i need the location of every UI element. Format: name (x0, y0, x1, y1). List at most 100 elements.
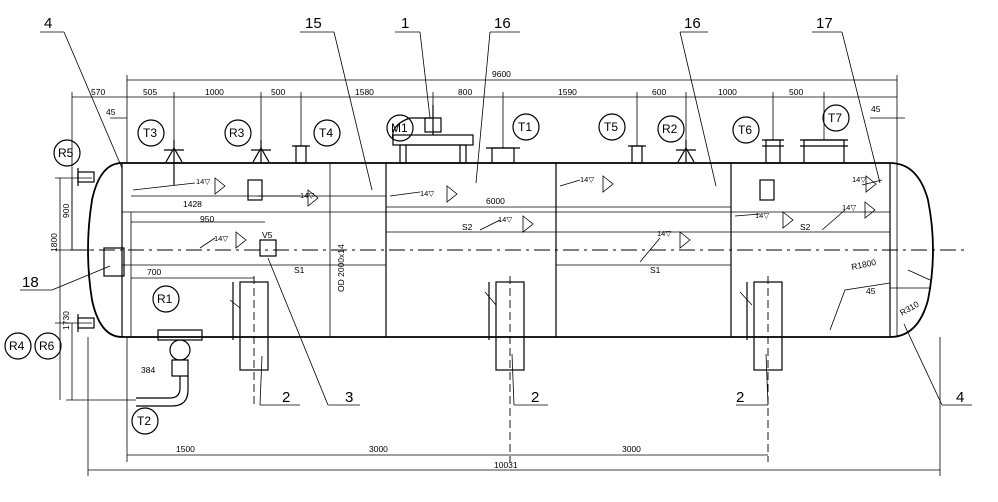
nozzle-r3 (251, 140, 271, 163)
part-label-2-right: 2 (736, 389, 744, 406)
dim-950: 950 (200, 214, 214, 224)
internal-box (247, 179, 263, 201)
weld-label-101: 14▽ (196, 177, 211, 186)
saddle-support-mid (488, 276, 525, 462)
dim-9600: 9600 (492, 69, 511, 79)
dim-r310: R310 (898, 299, 921, 318)
nozzle-label-m1: M1 (391, 121, 408, 135)
dim-od: OD 2000x14 (336, 244, 346, 292)
dim-s1-left: S1 (294, 265, 305, 275)
weld-label-110: 14▽ (852, 175, 867, 184)
dim-45-left: 45 (106, 107, 116, 117)
nozzle-r5 (77, 168, 95, 186)
nozzle-t2-r1 (136, 329, 203, 407)
bottom-dimension-chain (87, 337, 941, 476)
part-label-1: 1 (401, 15, 409, 32)
dim-45-right: 45 (871, 104, 881, 114)
part-label-4-left: 4 (44, 15, 52, 32)
dimension-labels: 9600 570 505 1000 500 1580 800 1590 600 … (49, 69, 921, 470)
part-label-16-right: 16 (684, 15, 701, 32)
nozzle-callout-labels: T3 R3 T4 M1 T1 T5 R2 T6 T7 R5 R1 R4 R6 T… (9, 111, 842, 428)
right-head-details (829, 269, 931, 331)
nozzle-label-t2: T2 (137, 414, 151, 428)
dim-1730: 1730 (61, 311, 71, 330)
weld-label-104: 14▽ (420, 189, 435, 198)
left-dimension-chain (55, 163, 331, 401)
dim-384: 384 (141, 365, 155, 375)
nozzle-label-r6: R6 (39, 339, 55, 353)
nozzle-label-r4: R4 (9, 339, 25, 353)
manway-m1 (392, 105, 474, 164)
dim-3000-left: 3000 (369, 444, 388, 454)
dim-600: 600 (652, 87, 666, 97)
dim-s2-left: S2 (462, 222, 473, 232)
dim-700: 700 (147, 267, 161, 277)
part-label-15: 15 (305, 15, 322, 32)
part-label-18: 18 (22, 274, 39, 291)
nozzle-markers (4, 104, 850, 435)
part-label-17: 17 (816, 15, 833, 32)
dim-1428: 1428 (183, 199, 202, 209)
dim-800: 800 (458, 87, 472, 97)
weld-label-107: 14▽ (657, 229, 672, 238)
nozzle-label-t3: T3 (143, 126, 157, 140)
nozzle-t6 (762, 139, 784, 164)
dim-505: 505 (143, 87, 157, 97)
weld-label-109: 14▽ (842, 203, 857, 212)
weld-label-108: 14▽ (755, 211, 770, 220)
part-label-2-left: 2 (282, 389, 290, 406)
internal-box-right (759, 179, 775, 201)
weld-label-106: 14▽ (580, 175, 595, 184)
dim-500-left: 500 (271, 87, 285, 97)
dim-500-right: 500 (789, 87, 803, 97)
nozzle-label-t5: T5 (604, 120, 618, 134)
dim-3000-right: 3000 (622, 444, 641, 454)
dim-r1800: R1800 (850, 257, 877, 272)
dim-570: 570 (91, 87, 105, 97)
part-label-2-mid: 2 (531, 389, 539, 406)
dim-1580: 1580 (355, 87, 374, 97)
dim-1000-left: 1000 (205, 87, 224, 97)
nozzle-label-r5: R5 (58, 146, 74, 160)
saddle-support-left (232, 276, 269, 405)
nozzle-t4 (292, 145, 310, 164)
dim-45-head: 45 (866, 286, 876, 296)
callout-leaders (20, 31, 972, 406)
weld-label-103: 14▽ (214, 234, 229, 243)
nozzle-v5-box (259, 239, 277, 257)
dim-1000-right: 1000 (718, 87, 737, 97)
part-number-labels: 4 15 1 16 16 17 18 2 3 2 2 4 (22, 15, 964, 406)
nozzle-label-r3: R3 (229, 126, 245, 140)
nozzle-t5 (628, 145, 646, 164)
nozzle-t3 (164, 140, 184, 185)
dim-v5: V5 (262, 230, 273, 240)
nozzle-18 (103, 247, 125, 277)
part-label-4-right: 4 (956, 389, 964, 406)
dim-1500: 1500 (176, 444, 195, 454)
nozzle-label-t6: T6 (738, 123, 752, 137)
nozzle-label-t1: T1 (518, 120, 532, 134)
nozzle-label-t7: T7 (828, 111, 842, 125)
nozzle-t1 (486, 147, 520, 164)
nozzle-r2 (676, 140, 696, 163)
dim-1590: 1590 (558, 87, 577, 97)
dim-s1-right: S1 (650, 265, 661, 275)
weld-label-105: 14▽ (498, 215, 513, 224)
weld-labels: 14▽ 14▽ 14▽ 14▽ 14▽ 14▽ 14▽ 14▽ 14▽ 14▽ (196, 175, 867, 243)
saddle-support-right (746, 276, 783, 462)
nozzle-t7 (800, 139, 848, 164)
weld-symbols (132, 175, 883, 309)
nozzle-label-r1: R1 (157, 292, 173, 306)
dim-1800: 1800 (49, 233, 59, 252)
part-label-16-left: 16 (494, 15, 511, 32)
dim-900: 900 (61, 204, 71, 218)
nozzle-label-t4: T4 (319, 126, 333, 140)
dim-6000: 6000 (486, 196, 505, 206)
top-dimension-chain (71, 75, 905, 337)
dim-10031: 10031 (494, 460, 518, 470)
weld-label-102: 14▽ (300, 191, 315, 200)
part-label-3: 3 (345, 389, 353, 406)
nozzle-label-r2: R2 (662, 122, 678, 136)
dim-s2-right: S2 (800, 222, 811, 232)
